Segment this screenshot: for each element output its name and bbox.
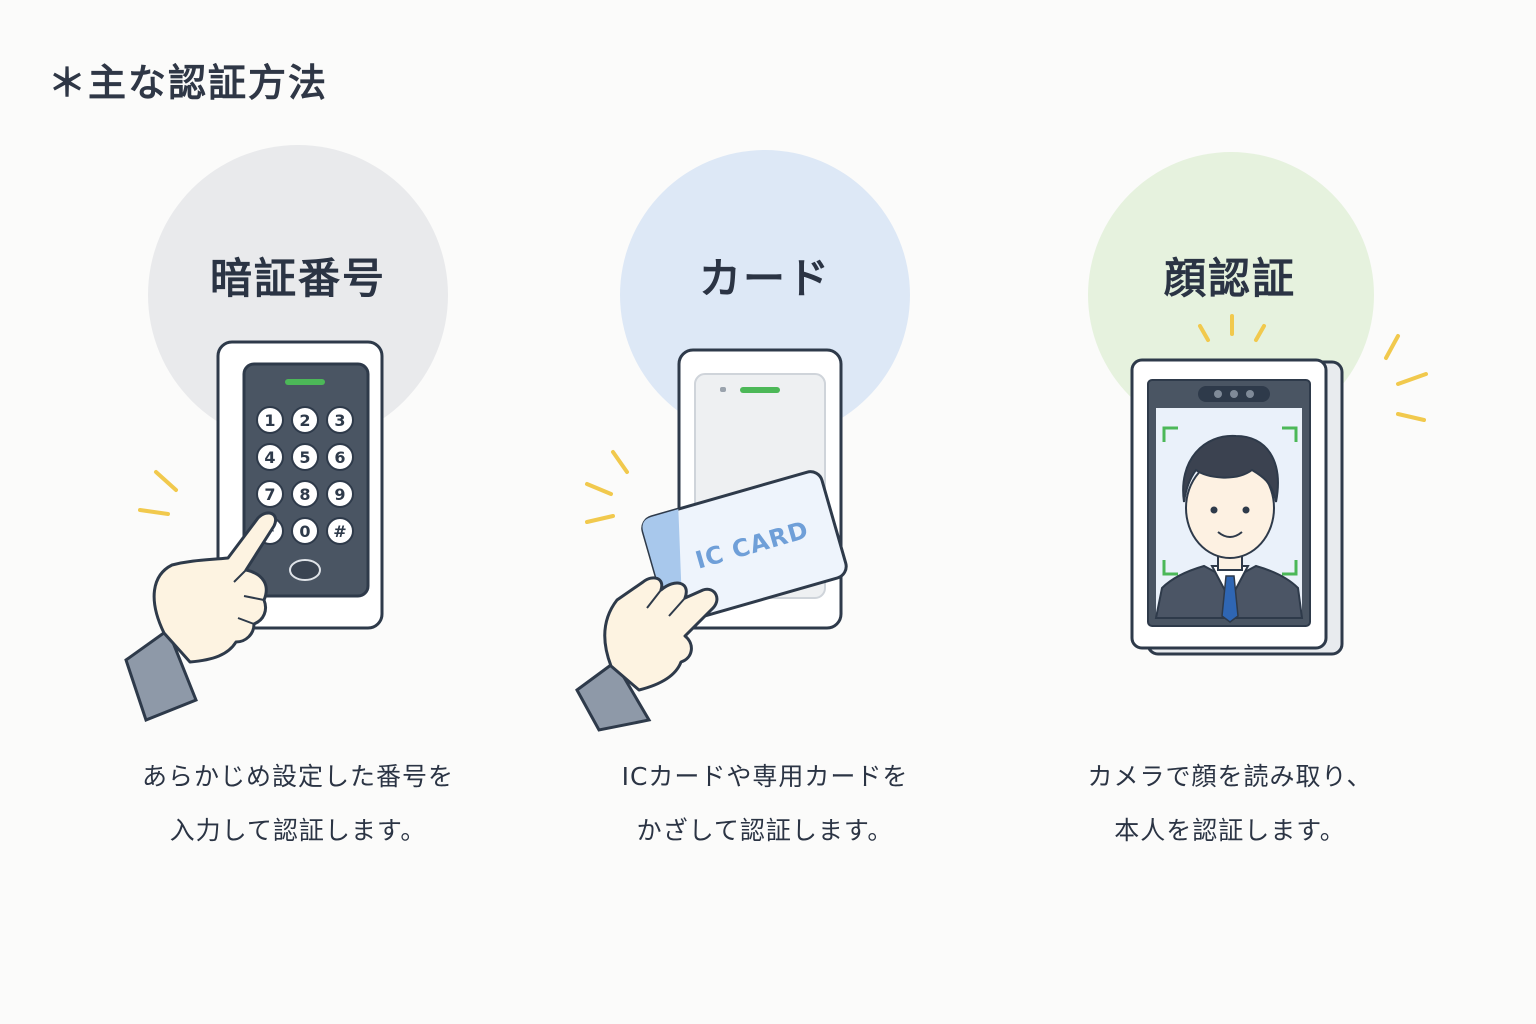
- tap-effect-icon: [585, 450, 629, 524]
- keypad-key-label: 5: [299, 448, 310, 467]
- face-scanner-icon: [1130, 358, 1344, 656]
- keypad-key-label: 9: [334, 485, 345, 504]
- keypad-key[interactable]: 2: [291, 406, 319, 434]
- method-face-panel: 顔認証 カメラで顔を読み取り、 本人を認証します。: [1000, 130, 1460, 870]
- keypad-key-label: 6: [334, 448, 345, 467]
- card-illustration: IC CARD: [575, 150, 910, 732]
- description-line: カメラで顔を読み取り、: [1087, 762, 1373, 791]
- method-heading-card: カード: [698, 254, 831, 303]
- page-title: ＊主な認証方法: [48, 61, 329, 105]
- keypad-key[interactable]: 9: [326, 480, 354, 508]
- keypad-key[interactable]: 4: [256, 443, 284, 471]
- pointing-hand-icon: [124, 511, 277, 722]
- description-line: 入力して認証します。: [169, 816, 427, 845]
- keypad-key-label: 4: [264, 448, 275, 467]
- keypad-key[interactable]: 7: [256, 480, 284, 508]
- keypad-key[interactable]: 3: [326, 406, 354, 434]
- method-description-card: ICカードや専用カードを かざして認証します。: [535, 750, 995, 858]
- method-description-pin: あらかじめ設定した番号を 入力して認証します。: [68, 750, 528, 858]
- description-line: 本人を認証します。: [1114, 816, 1346, 845]
- face-frame-icon: [1162, 426, 1298, 576]
- keypad-key-label: 3: [334, 411, 345, 430]
- method-heading-pin: 暗証番号: [209, 254, 386, 303]
- keypad-key-label: 0: [299, 522, 310, 541]
- description-line: かざして認証します。: [636, 816, 894, 845]
- keypad-key[interactable]: 0: [291, 517, 319, 545]
- keypad-key[interactable]: 5: [291, 443, 319, 471]
- scan-effect-icon: [1198, 314, 1428, 422]
- keypad-key[interactable]: 8: [291, 480, 319, 508]
- description-line: ICカードや専用カードを: [621, 762, 909, 791]
- keypad-key-label: 7: [264, 485, 275, 504]
- keypad-key[interactable]: #: [326, 517, 354, 545]
- face-illustration: [1088, 152, 1428, 656]
- method-heading-face: 顔認証: [1163, 254, 1296, 303]
- keypad-key[interactable]: 6: [326, 443, 354, 471]
- description-line: あらかじめ設定した番号を: [141, 762, 454, 791]
- keypad-key-label: 1: [264, 411, 275, 430]
- method-card-panel: IC CARD カード ICカードや専用カードを かざして認証します。: [535, 130, 995, 870]
- hand-holding-card-icon: [575, 576, 719, 732]
- keypad-key-label: #: [333, 522, 346, 541]
- keypad-key-label: 2: [299, 411, 310, 430]
- person-face-icon: [1154, 434, 1304, 623]
- method-description-face: カメラで顔を読み取り、 本人を認証します。: [1000, 750, 1460, 858]
- keypad-key[interactable]: 1: [256, 406, 284, 434]
- tap-effect-icon: [138, 470, 178, 516]
- keypad-key-label: 8: [299, 485, 310, 504]
